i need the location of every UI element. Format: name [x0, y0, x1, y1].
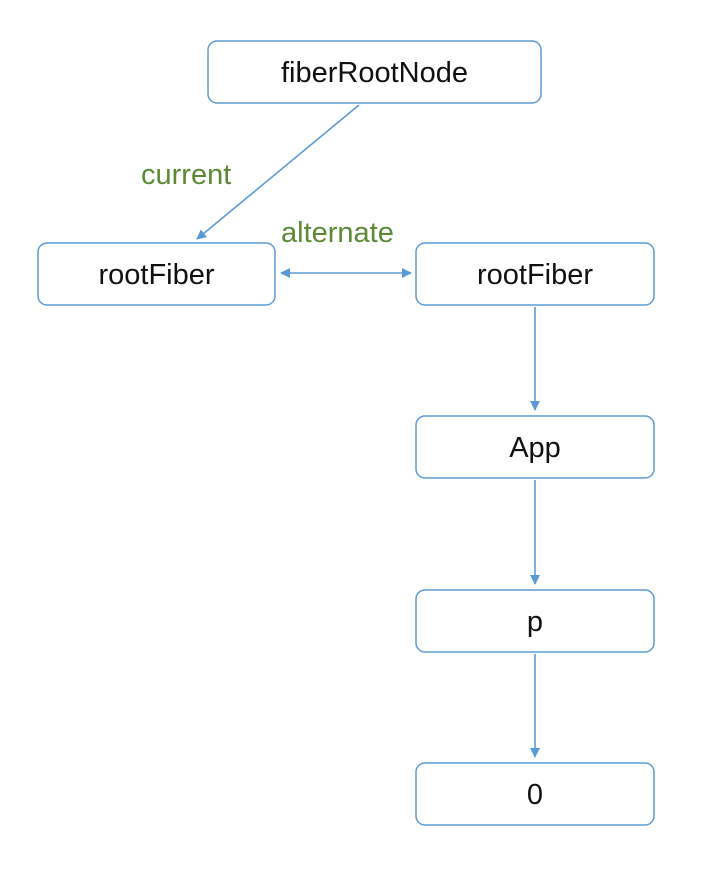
- node-zero: 0: [415, 762, 655, 826]
- node-label: 0: [527, 779, 543, 811]
- node-label: rootFiber: [477, 259, 593, 291]
- edge-label-alternate: alternate: [281, 217, 394, 249]
- node-root-fiber-work-in-progress: rootFiber: [415, 242, 655, 306]
- edge-label-current: current: [141, 159, 231, 191]
- node-root-fiber-current: rootFiber: [37, 242, 276, 306]
- node-app: App: [415, 415, 655, 479]
- node-label: p: [527, 606, 543, 638]
- node-label: fiberRootNode: [281, 57, 468, 89]
- edge-current: [196, 104, 360, 240]
- node-label: App: [509, 432, 561, 464]
- node-label: rootFiber: [98, 259, 214, 291]
- node-fiber-root-node: fiberRootNode: [207, 40, 542, 104]
- node-p: p: [415, 589, 655, 653]
